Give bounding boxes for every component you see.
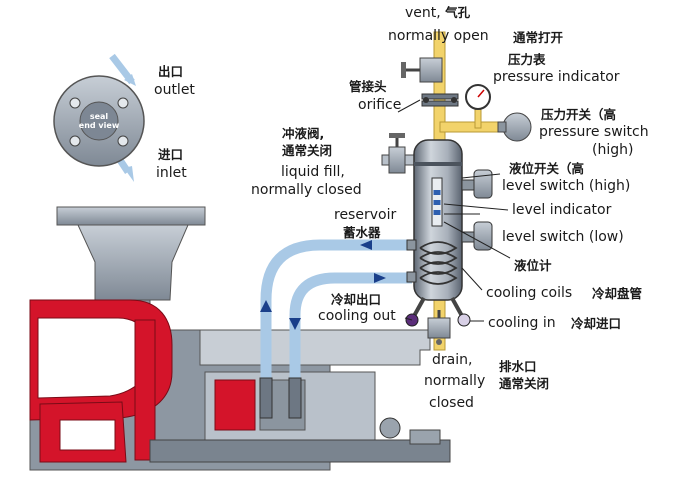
cooling-in-label-en: cooling in [488, 315, 556, 331]
vent-label: vent, 气孔 [405, 5, 470, 21]
cooling-coils-icon [419, 241, 458, 285]
bolt-icon [69, 97, 81, 109]
seal-label-line2: end view [78, 121, 120, 130]
cooling-out-label-en: cooling out [318, 308, 396, 324]
pressure-switch [497, 112, 532, 142]
level-switch-high-label-zh: 液位开关（高 [509, 161, 585, 176]
leader-lines [397, 99, 511, 322]
level-switch-high [461, 169, 493, 199]
drain-state-en2: closed [429, 395, 474, 411]
vent-state-zh: 通常打开 [513, 30, 564, 45]
level-switch-low [461, 221, 493, 251]
level-switch-high-label-en: level switch (high) [502, 178, 631, 194]
drain-state-en1: normally [424, 373, 486, 389]
vent-label-en: vent, [405, 5, 441, 21]
pressure-switch-state: (high) [592, 142, 634, 158]
cooling-in-port [457, 313, 471, 327]
orifice-label-en: orifice [358, 97, 402, 113]
pump-casing [29, 206, 451, 471]
drain-valve [427, 310, 451, 345]
reservoir-label-zh: 蓄水器 [343, 225, 381, 240]
cooling-in-label-zh: 冷却进口 [571, 316, 622, 331]
pressure-indicator-label-zh: 压力表 [508, 52, 546, 67]
inlet-label-en: inlet [156, 165, 187, 181]
liquid-fill-label-zh: 冲液阀, [282, 126, 325, 141]
seal-label-line1: seal [89, 112, 109, 121]
orifice-label-zh: 管接头 [349, 79, 387, 94]
inlet-arrow-icon [124, 166, 134, 182]
bolt-icon [69, 135, 81, 147]
level-gauge-label-zh: 液位计 [514, 258, 552, 273]
outlet-label-en: outlet [154, 82, 195, 98]
inlet-label-zh: 进口 [158, 147, 184, 162]
seal-center [79, 101, 119, 141]
pressure-indicator-label-en: pressure indicator [493, 69, 620, 85]
pressure-gauge-icon [465, 84, 491, 129]
outlet-label-zh: 出口 [158, 64, 184, 79]
seal-end-view [53, 53, 145, 182]
vent-label-zh: 气孔 [445, 5, 471, 20]
flow-arrow-icon [260, 300, 272, 312]
bolt-icon [117, 135, 129, 147]
reservoir-feed-line [289, 272, 412, 410]
liquid-fill-label-en: liquid fill, [281, 164, 345, 180]
drain-label-en: drain, [432, 352, 473, 368]
drain-state-zh: 通常关闭 [499, 376, 550, 391]
reservoir-tank [406, 139, 463, 301]
seal-end-view-label: seal end view [73, 112, 125, 130]
cooling-connections [405, 297, 471, 327]
flush-lines [259, 239, 412, 419]
reservoir-label-en: reservoir [334, 207, 397, 223]
flow-arrow-icon [360, 240, 372, 250]
level-indicator-label: level indicator [512, 202, 612, 218]
orifice [421, 93, 459, 107]
pressure-switch-label-zh: 压力开关（高 [541, 107, 617, 122]
level-switch-low-label: level switch (low) [502, 229, 624, 245]
cooling-coils-label-zh: 冷却盘管 [592, 286, 643, 301]
liquid-fill-state-en: normally closed [251, 182, 362, 198]
outlet-arrow-icon [124, 74, 136, 86]
liquid-fill-state-zh: 通常关闭 [282, 143, 333, 158]
liquid-fill-valve [381, 133, 417, 174]
cooling-return-line [260, 239, 412, 410]
vent-state-en: normally open [388, 28, 489, 44]
cooling-coils-label-en: cooling coils [486, 285, 573, 301]
flow-arrow-icon [289, 318, 301, 330]
bolt-icon [117, 97, 129, 109]
flow-arrow-icon [374, 273, 386, 283]
cooling-out-label-zh: 冷却出口 [331, 292, 382, 307]
drain-label-zh: 排水口 [499, 359, 537, 374]
vent-valve [401, 57, 443, 83]
pressure-switch-label-en: pressure switch [539, 124, 649, 140]
